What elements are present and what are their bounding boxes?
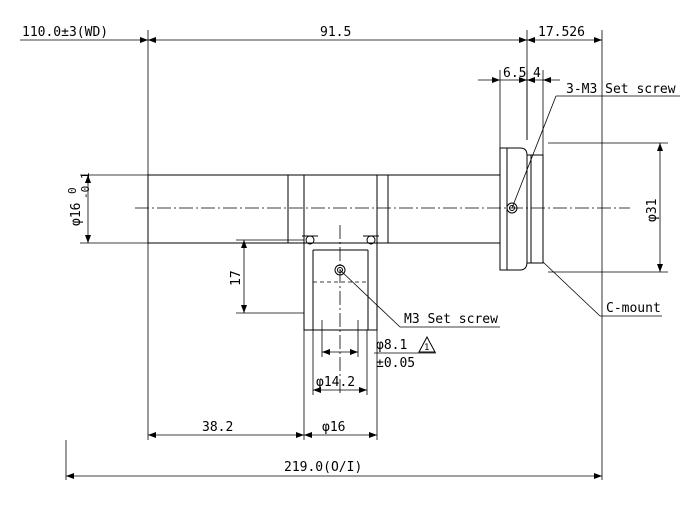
dimension-lines [20, 37, 663, 479]
tube-tol-upper: 0 [66, 187, 79, 194]
mount-diameter-group: φ31 [645, 199, 660, 222]
port-flange-diameter-label: φ14.2 [316, 375, 355, 390]
port-inner-diameter-label: φ8.1 [376, 338, 407, 353]
note-triangle-icon [418, 335, 436, 353]
mount-diameter-label: φ31 [645, 199, 660, 222]
wd-label: 110.0±3(WD) [22, 25, 108, 40]
port-height-group: 17 [229, 270, 244, 286]
port-inner-tol-label: ±0.05 [376, 356, 415, 371]
tube-diameter-group: φ16 0 -0.1 [66, 173, 92, 227]
flange-set-screw-icon [506, 202, 518, 214]
callout-m3-set-screw: M3 Set screw [404, 312, 498, 327]
callout-3m3-set-screw: 3-M3 Set screw [566, 82, 676, 97]
port-set-screw-icon [334, 264, 346, 276]
tube-diameter-label: φ16 [69, 203, 84, 226]
callout-c-mount: C-mount [606, 301, 661, 316]
body-length-label: 91.5 [320, 25, 351, 40]
port-offset-label: 38.2 [202, 420, 233, 435]
port-height-label: 17 [229, 270, 244, 286]
leader-lines [339, 95, 680, 354]
port-outer-diameter-label: φ16 [322, 420, 345, 435]
total-length-label: 219.0(O/I) [284, 460, 362, 475]
setscrew-pos-b-label: 4 [533, 66, 541, 81]
extension-lines [65, 30, 668, 480]
flange-back-label: 17.526 [538, 25, 585, 40]
setscrew-pos-a-label: 6.5 [503, 66, 526, 81]
tube-tol-lower: -0.1 [79, 173, 92, 200]
side-port [302, 235, 379, 331]
lens-body [147, 147, 544, 271]
note-number: 1 [424, 343, 429, 353]
